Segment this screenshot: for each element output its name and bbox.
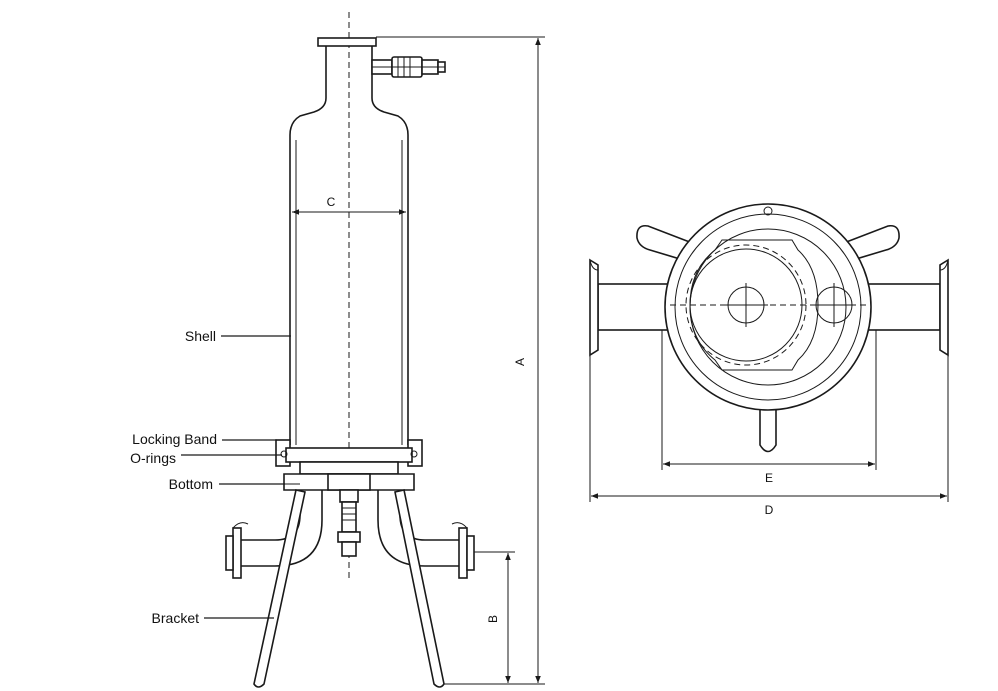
dimension-d-label: D [765,503,774,517]
shell-label: Shell [185,328,216,344]
dimension-e: E [661,330,877,485]
shell-body [289,135,409,445]
callouts: Shell Locking Band O-rings Bottom Bracke… [130,328,291,626]
top-inner-plate [670,239,866,371]
vent-valve [371,56,446,78]
top-pipes [589,258,949,357]
bottom-label: Bottom [169,476,213,492]
dimension-a: A [376,36,545,685]
dimension-b-label: B [486,615,500,623]
bracket-label: Bracket [152,610,200,626]
bracket-legs [253,489,445,688]
dimension-c: C [292,195,406,215]
inlet-pipe-left [225,490,323,579]
dimension-d: D [589,355,949,517]
o-rings-label: O-rings [130,450,176,466]
top-neck [289,37,409,136]
top-view: E D [589,203,949,517]
bottom-head [283,461,415,491]
locking-band-label: Locking Band [132,431,217,447]
drain-valve [337,489,361,557]
dimension-a-label: A [513,358,527,366]
outlet-pipe-right [377,490,475,579]
side-view: C [130,12,545,688]
dimension-b: B [474,551,515,683]
top-housing-circles [664,203,872,411]
dimension-e-label: E [765,471,773,485]
dimension-c-label: C [327,195,336,209]
